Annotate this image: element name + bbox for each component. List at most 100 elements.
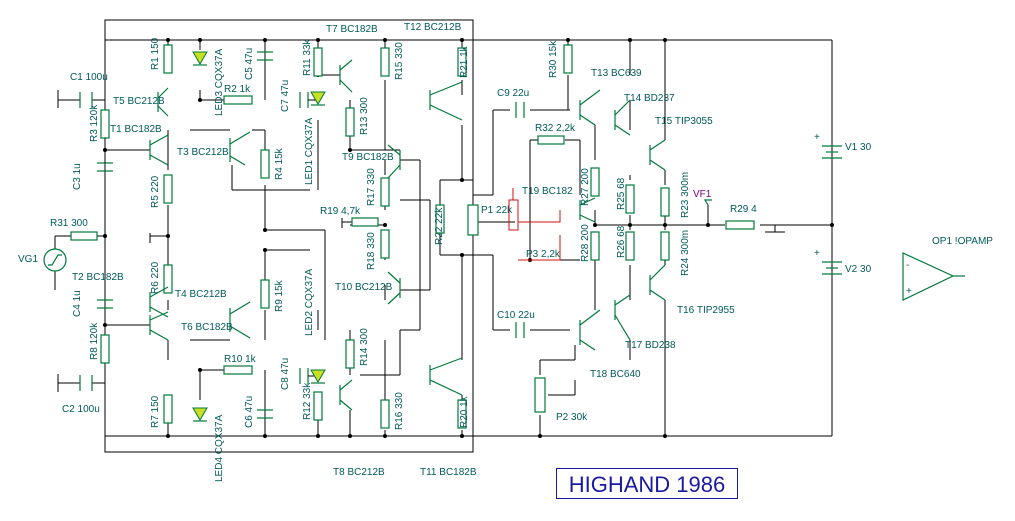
transistor-t17 <box>614 294 631 341</box>
label-r9: R9 15k <box>274 279 285 312</box>
label-r14: R14 300 <box>359 328 370 366</box>
capacitor-c3 <box>97 138 113 172</box>
label-r1: R1 150 <box>150 37 161 70</box>
label-p2: P2 30k <box>556 412 588 423</box>
label-r32: R32 2,2k <box>535 123 576 134</box>
label-r20: R20 1k <box>459 395 470 428</box>
label-p3: P3 2,2k <box>526 249 561 260</box>
component-labels: C1 100u C2 100u C3 1u C4 1u C5 47u C6 47… <box>18 22 993 482</box>
label-t17: T17 BD238 <box>625 340 676 351</box>
potentiometer-p2 <box>534 377 546 413</box>
label-r17: R17 330 <box>366 168 377 206</box>
resistor-r20 <box>457 399 467 429</box>
label-c7: C7 47u <box>280 80 291 112</box>
label-t14: T14 BD237 <box>624 93 675 104</box>
capacitor-c1 <box>79 92 93 108</box>
label-t4: T4 BC212B <box>175 289 227 300</box>
capacitor-c9 <box>515 102 525 118</box>
transistor-t7 <box>339 59 353 93</box>
label-t8: T8 BC212B <box>333 467 385 478</box>
transistor-t5 <box>157 87 169 117</box>
resistor-r13 <box>345 107 355 137</box>
label-t19: T19 BC182 <box>522 186 573 197</box>
label-r12: R12 33k <box>302 382 313 420</box>
potentiometer-p1 <box>467 204 479 236</box>
label-r21: R21 1k <box>459 45 470 78</box>
label-op1-minus: - <box>906 260 909 271</box>
transistor-t19 <box>579 197 596 223</box>
label-t10: T10 BC212B <box>335 282 393 293</box>
transistor-t15 <box>649 139 666 171</box>
resistor-r11 <box>313 47 323 77</box>
label-r4: R4 15k <box>274 147 285 180</box>
resistor-r29 <box>725 220 755 230</box>
label-t7: T7 BC182B <box>326 24 378 35</box>
label-vf1: VF1 <box>693 189 712 200</box>
label-r6: R6 220 <box>150 261 161 294</box>
resistor-r10 <box>223 365 253 375</box>
led-led1 <box>310 91 326 105</box>
label-t13: T13 BC639 <box>591 68 642 79</box>
label-op1: OP1 !OPAMP <box>932 236 993 247</box>
transistor-t9 <box>387 144 401 179</box>
label-r3: R3 120k <box>89 104 100 142</box>
capacitor-c10 <box>515 322 525 338</box>
led-led2 <box>310 369 326 383</box>
label-t12: T12 BC212B <box>404 22 462 33</box>
label-r8: R8 120k <box>89 322 100 360</box>
label-led2: LED2 CQX37A <box>304 268 315 336</box>
resistor-r19 <box>351 217 379 227</box>
label-t18: T18 BC640 <box>590 369 641 380</box>
label-c6: C6 47u <box>244 396 255 428</box>
capacitor-c4 <box>97 299 113 309</box>
resistor-r14 <box>345 339 355 369</box>
label-c3: C3 1u <box>72 163 83 190</box>
schematic-title: HIGHAND 1986 <box>556 468 738 499</box>
resistor-r3 <box>100 109 110 139</box>
capacitor-c5 <box>257 51 273 61</box>
voltage-generator-vg1 <box>43 248 67 272</box>
battery-v1 <box>822 145 842 159</box>
capacitor-c6 <box>257 409 273 419</box>
resistor-r7 <box>163 394 173 424</box>
transistor-t11 <box>429 357 463 396</box>
label-r27: R27 200 <box>580 168 591 206</box>
label-r23: R23 300m <box>680 172 691 218</box>
label-v1: V1 30 <box>845 142 872 153</box>
label-led1: LED1 CQX37A <box>304 117 315 185</box>
label-c2: C2 100u <box>62 404 100 415</box>
resistor-r4 <box>260 149 270 179</box>
resistor-r18 <box>380 229 390 259</box>
label-t15: T15 TIP3055 <box>655 116 713 127</box>
label-c1: C1 100u <box>70 72 108 83</box>
resistor-r23 <box>660 187 670 217</box>
resistor-r31 <box>70 231 98 241</box>
resistors <box>70 44 755 429</box>
resistor-r30 <box>563 44 573 74</box>
transistor-t16 <box>649 264 666 301</box>
resistor-r26 <box>625 231 635 261</box>
resistor-r24 <box>660 231 670 261</box>
transistor-t10 <box>387 271 401 305</box>
transistor-t12 <box>429 81 463 121</box>
resistor-r17 <box>380 177 390 207</box>
capacitors <box>79 51 525 419</box>
label-r29: R29 4 <box>730 204 757 215</box>
label-r13: R13 300 <box>359 97 370 135</box>
resistor-r8 <box>100 334 110 364</box>
resistor-r1 <box>163 44 173 74</box>
battery-v2 <box>822 261 842 275</box>
label-v1-plus: + <box>814 132 820 143</box>
label-r24: R24 300m <box>680 230 691 276</box>
junction-dots <box>103 38 834 438</box>
label-r11: R11 33k <box>302 38 313 76</box>
resistor-r25 <box>625 184 635 214</box>
transistor-t2 <box>149 311 169 341</box>
label-c8: C8 47u <box>280 358 291 390</box>
label-r31: R31 300 <box>50 218 88 229</box>
label-t6: T6 BC182B <box>181 322 233 333</box>
resistor-r32 <box>537 135 565 145</box>
resistor-r22 <box>435 204 445 234</box>
led-led4 <box>192 407 208 421</box>
label-r25: R25 68 <box>616 177 627 210</box>
